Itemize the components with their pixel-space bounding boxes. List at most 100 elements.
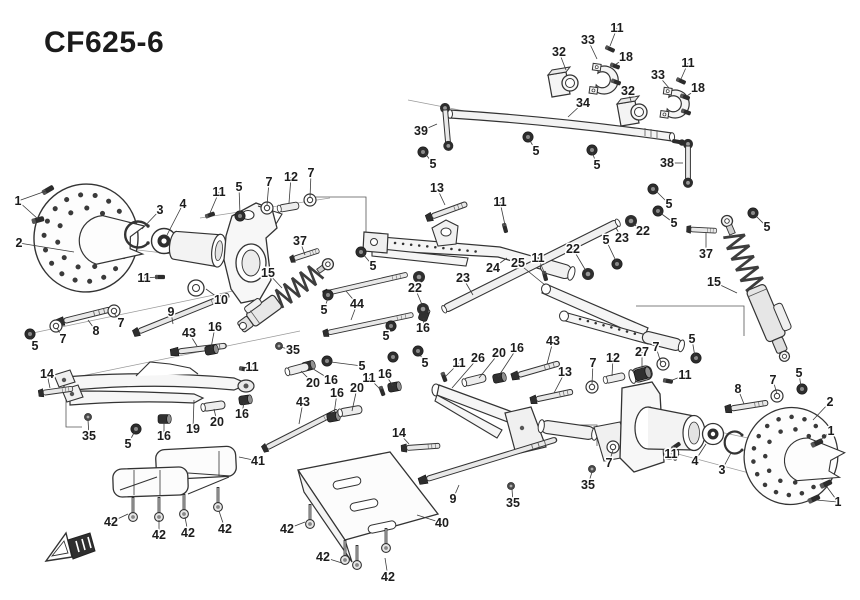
leader-line <box>267 272 283 289</box>
part-number-label: 39 <box>414 124 428 138</box>
part-number-label: 33 <box>581 33 595 47</box>
part-number-label: 16 <box>330 386 344 400</box>
leader-line <box>166 203 184 236</box>
leader-line <box>213 408 218 423</box>
front-shock-absorber <box>237 258 335 333</box>
leader-line <box>218 510 226 530</box>
leader-line <box>184 516 189 534</box>
front-direction-indicator <box>44 531 96 562</box>
leader-line <box>611 357 614 377</box>
part-number-label: 25 <box>511 256 525 270</box>
leader-line <box>737 388 745 405</box>
long-bolt <box>321 310 415 339</box>
part-number-label: 11 <box>212 185 225 199</box>
part-number-label: 5 <box>321 303 328 317</box>
leader-line <box>608 449 614 464</box>
part-number-label: 5 <box>594 158 601 172</box>
part-number-label: 3 <box>719 463 726 477</box>
part-number-label: 23 <box>456 271 470 285</box>
leader-line <box>127 430 136 445</box>
skid-plate-bolt <box>351 543 363 571</box>
long-bolt <box>417 434 559 487</box>
part-number-label: 16 <box>157 429 171 443</box>
leader-line <box>572 248 587 272</box>
skid-plate-bolt <box>380 526 392 554</box>
part-number-label: 23 <box>615 231 629 245</box>
leader-line <box>398 432 410 445</box>
leader-line <box>288 176 292 204</box>
leader-line <box>309 172 312 199</box>
part-number-label: 16 <box>324 373 338 387</box>
rear-shock-absorber <box>720 214 792 362</box>
skid-plate-bolt <box>212 485 224 513</box>
leader-line <box>414 278 420 289</box>
part-number-label: 5 <box>430 157 437 171</box>
leader-line <box>587 471 593 486</box>
part-number-label: 16 <box>510 341 524 355</box>
part-number-label: 44 <box>350 297 364 311</box>
leader-line <box>694 443 707 462</box>
leader-line <box>384 373 394 387</box>
part-number-label: 22 <box>566 242 580 256</box>
page-title: CF625-6 <box>44 26 164 59</box>
part-number-label: 5 <box>796 366 803 380</box>
leader-line <box>368 377 382 391</box>
leader-line <box>333 392 338 415</box>
leader-line <box>18 242 75 253</box>
part-number-label: 43 <box>546 334 560 348</box>
part-number-label: 2 <box>827 395 834 409</box>
leader-line <box>17 200 39 220</box>
stabilizer-link-right <box>682 138 694 189</box>
part-number-label: 42 <box>381 570 395 584</box>
part-number-label: 32 <box>621 84 635 98</box>
front-left-knuckle-assembly <box>123 202 283 304</box>
bolt <box>685 224 718 236</box>
leader-line <box>654 189 670 205</box>
leader-line <box>87 419 90 437</box>
part-number-label: 1 <box>835 495 842 509</box>
leader-line <box>362 253 374 267</box>
leader-line <box>591 362 594 385</box>
leader-line <box>558 51 567 71</box>
leader-line <box>755 215 768 228</box>
part-number-label: 11 <box>452 356 465 370</box>
part-number-label: 20 <box>210 415 224 429</box>
part-number-label: 15 <box>707 275 721 289</box>
part-number-label: 16 <box>416 321 430 335</box>
skid-plate-front <box>296 451 440 563</box>
part-number-label: 5 <box>666 197 673 211</box>
leader-line <box>721 452 732 471</box>
part-number-label: 7 <box>606 456 613 470</box>
leader-line <box>29 335 36 347</box>
bar-clamp-bracket <box>659 86 692 122</box>
leader-line <box>205 288 222 301</box>
steering-knuckle <box>223 202 283 304</box>
part-number-label: 24 <box>486 261 500 275</box>
snap-ring <box>123 220 149 249</box>
hub-cylinder <box>168 230 227 268</box>
leader-line <box>680 62 689 80</box>
leader-line <box>113 312 122 324</box>
stabilizer-bar-assembly <box>439 62 694 189</box>
leader-line <box>669 374 686 382</box>
bolt <box>424 199 469 224</box>
part-number-label: 33 <box>651 68 665 82</box>
part-number-label: 5 <box>671 216 678 230</box>
leader-line <box>298 401 304 425</box>
bar-holder-block <box>547 66 579 98</box>
part-number-label: 42 <box>218 522 232 536</box>
part-number-label: 11 <box>678 368 691 382</box>
leader-line <box>243 366 253 370</box>
long-bolt <box>321 270 409 299</box>
part-number-label: 42 <box>316 550 330 564</box>
leader-line <box>323 297 329 311</box>
bolt <box>724 397 769 415</box>
part-number-label: 11 <box>245 360 258 374</box>
leader-line <box>238 456 259 462</box>
part-number-label: 35 <box>82 429 96 443</box>
part-number-label: 11 <box>531 251 544 265</box>
ball-stud <box>671 139 686 146</box>
part-number-label: 5 <box>125 437 132 451</box>
